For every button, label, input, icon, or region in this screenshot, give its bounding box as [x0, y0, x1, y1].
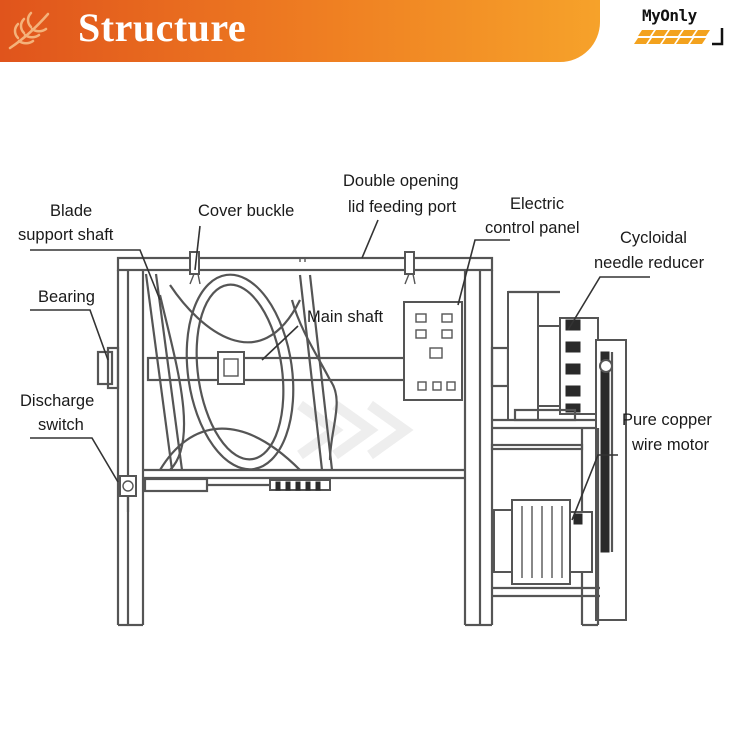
callout-labels: Blade support shaft Cover buckle Double …	[18, 172, 712, 454]
label-bearing: Bearing	[38, 288, 95, 306]
watermark	[297, 400, 414, 460]
label-double-opening-1: Double opening	[343, 172, 459, 190]
cover-buckle	[189, 251, 416, 285]
wheat-stripe-logo-icon	[634, 28, 724, 46]
label-double-opening-2: lid feeding port	[348, 198, 457, 216]
label-blade-support-shaft-1: Blade	[50, 202, 92, 220]
label-copper-motor-1: Pure copper	[622, 411, 712, 429]
copper-wire-motor	[490, 428, 600, 627]
label-main-shaft: Main shaft	[307, 308, 384, 326]
main-shaft	[96, 346, 450, 390]
wheat-icon	[8, 11, 50, 50]
page-title: Structure	[78, 5, 247, 50]
label-blade-support-shaft-2: support shaft	[18, 226, 114, 244]
header-banner: Structure	[0, 0, 600, 62]
discharge-valve	[119, 475, 331, 512]
belt-drive	[595, 339, 627, 621]
brand-logo-text: MyOnly	[642, 6, 697, 25]
leader-lines	[30, 219, 650, 521]
brand-logo: MyOnly	[632, 4, 744, 60]
control-panel	[403, 301, 463, 401]
cycloidal-reducer	[490, 290, 600, 430]
label-cycloidal-reducer-2: needle reducer	[594, 254, 705, 272]
label-copper-motor-2: wire motor	[631, 436, 710, 454]
label-cycloidal-reducer-1: Cycloidal	[620, 229, 687, 247]
label-discharge-switch-1: Discharge	[20, 392, 94, 410]
ribbon-blades	[144, 273, 338, 471]
label-electric-panel-1: Electric	[510, 195, 564, 213]
label-electric-panel-2: control panel	[485, 219, 579, 237]
label-cover-buckle: Cover buckle	[198, 202, 294, 220]
label-discharge-switch-2: switch	[38, 416, 84, 434]
